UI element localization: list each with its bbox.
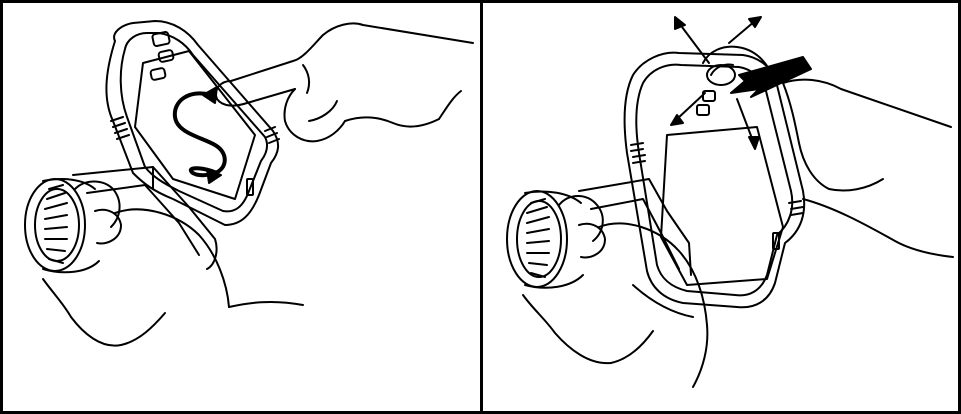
arrow-up-left [679,23,709,63]
swipe-gesture-arrow [175,87,225,183]
panel-joystick-navigation [483,3,958,411]
camera-body [106,21,279,225]
camera-body [625,53,805,308]
joystick-navigation-drawing [483,3,958,411]
panel-touchscreen-swipe [3,3,480,411]
camera-screen [661,127,783,285]
pressing-hand [703,47,953,257]
press-arrow [731,57,811,97]
touchscreen-swipe-drawing [3,3,480,411]
camera-lens [507,191,583,288]
arrow-up-right [729,21,755,43]
arrow-down-right [737,99,753,141]
holding-hand [523,196,707,387]
